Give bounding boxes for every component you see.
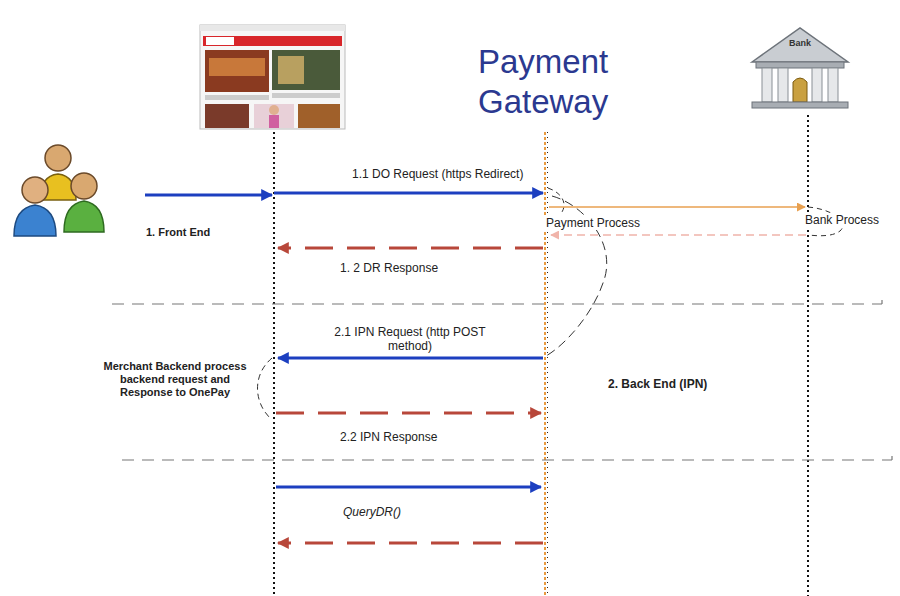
bank-request-arrow [549, 206, 805, 208]
merchant-lifeline [273, 132, 275, 596]
section-label: 1. Front End [146, 226, 210, 239]
request-arrow [274, 192, 543, 195]
gateway-lifeline [544, 132, 546, 596]
bank-lifeline [807, 115, 809, 596]
message-label: QueryDR() [343, 505, 401, 519]
response-arrow [278, 247, 543, 250]
message-label: 2.2 IPN Response [340, 430, 437, 444]
process-label: Bank Process [803, 213, 881, 227]
section-separator [112, 300, 882, 304]
bank-response-arrow [551, 234, 806, 236]
response-arrow [278, 542, 543, 545]
message-label: 1. 2 DR Response [340, 261, 438, 275]
section-separator [122, 456, 892, 460]
process-arc [548, 188, 564, 212]
process-label: Merchant Backend process backend request… [96, 360, 254, 399]
users-icon [14, 145, 104, 236]
website-screenshot [200, 25, 345, 129]
icon-label: Bank [789, 38, 811, 49]
gateway-lifeline-dots [547, 132, 548, 596]
process-arc [258, 358, 273, 418]
request-arrow [278, 357, 543, 360]
process-label: Payment Process [544, 216, 642, 230]
message-label: 1.1 DO Request (https Redirect) [352, 167, 523, 181]
bank-icon [752, 28, 848, 108]
diagram-title: Payment Gateway [478, 42, 628, 122]
message-label: 2.1 IPN Request (http POST method) [322, 325, 498, 353]
section-label: 2. Back End (IPN) [608, 377, 707, 391]
response-arrow [276, 412, 541, 415]
request-arrow [276, 486, 541, 489]
request-arrow [145, 194, 272, 197]
